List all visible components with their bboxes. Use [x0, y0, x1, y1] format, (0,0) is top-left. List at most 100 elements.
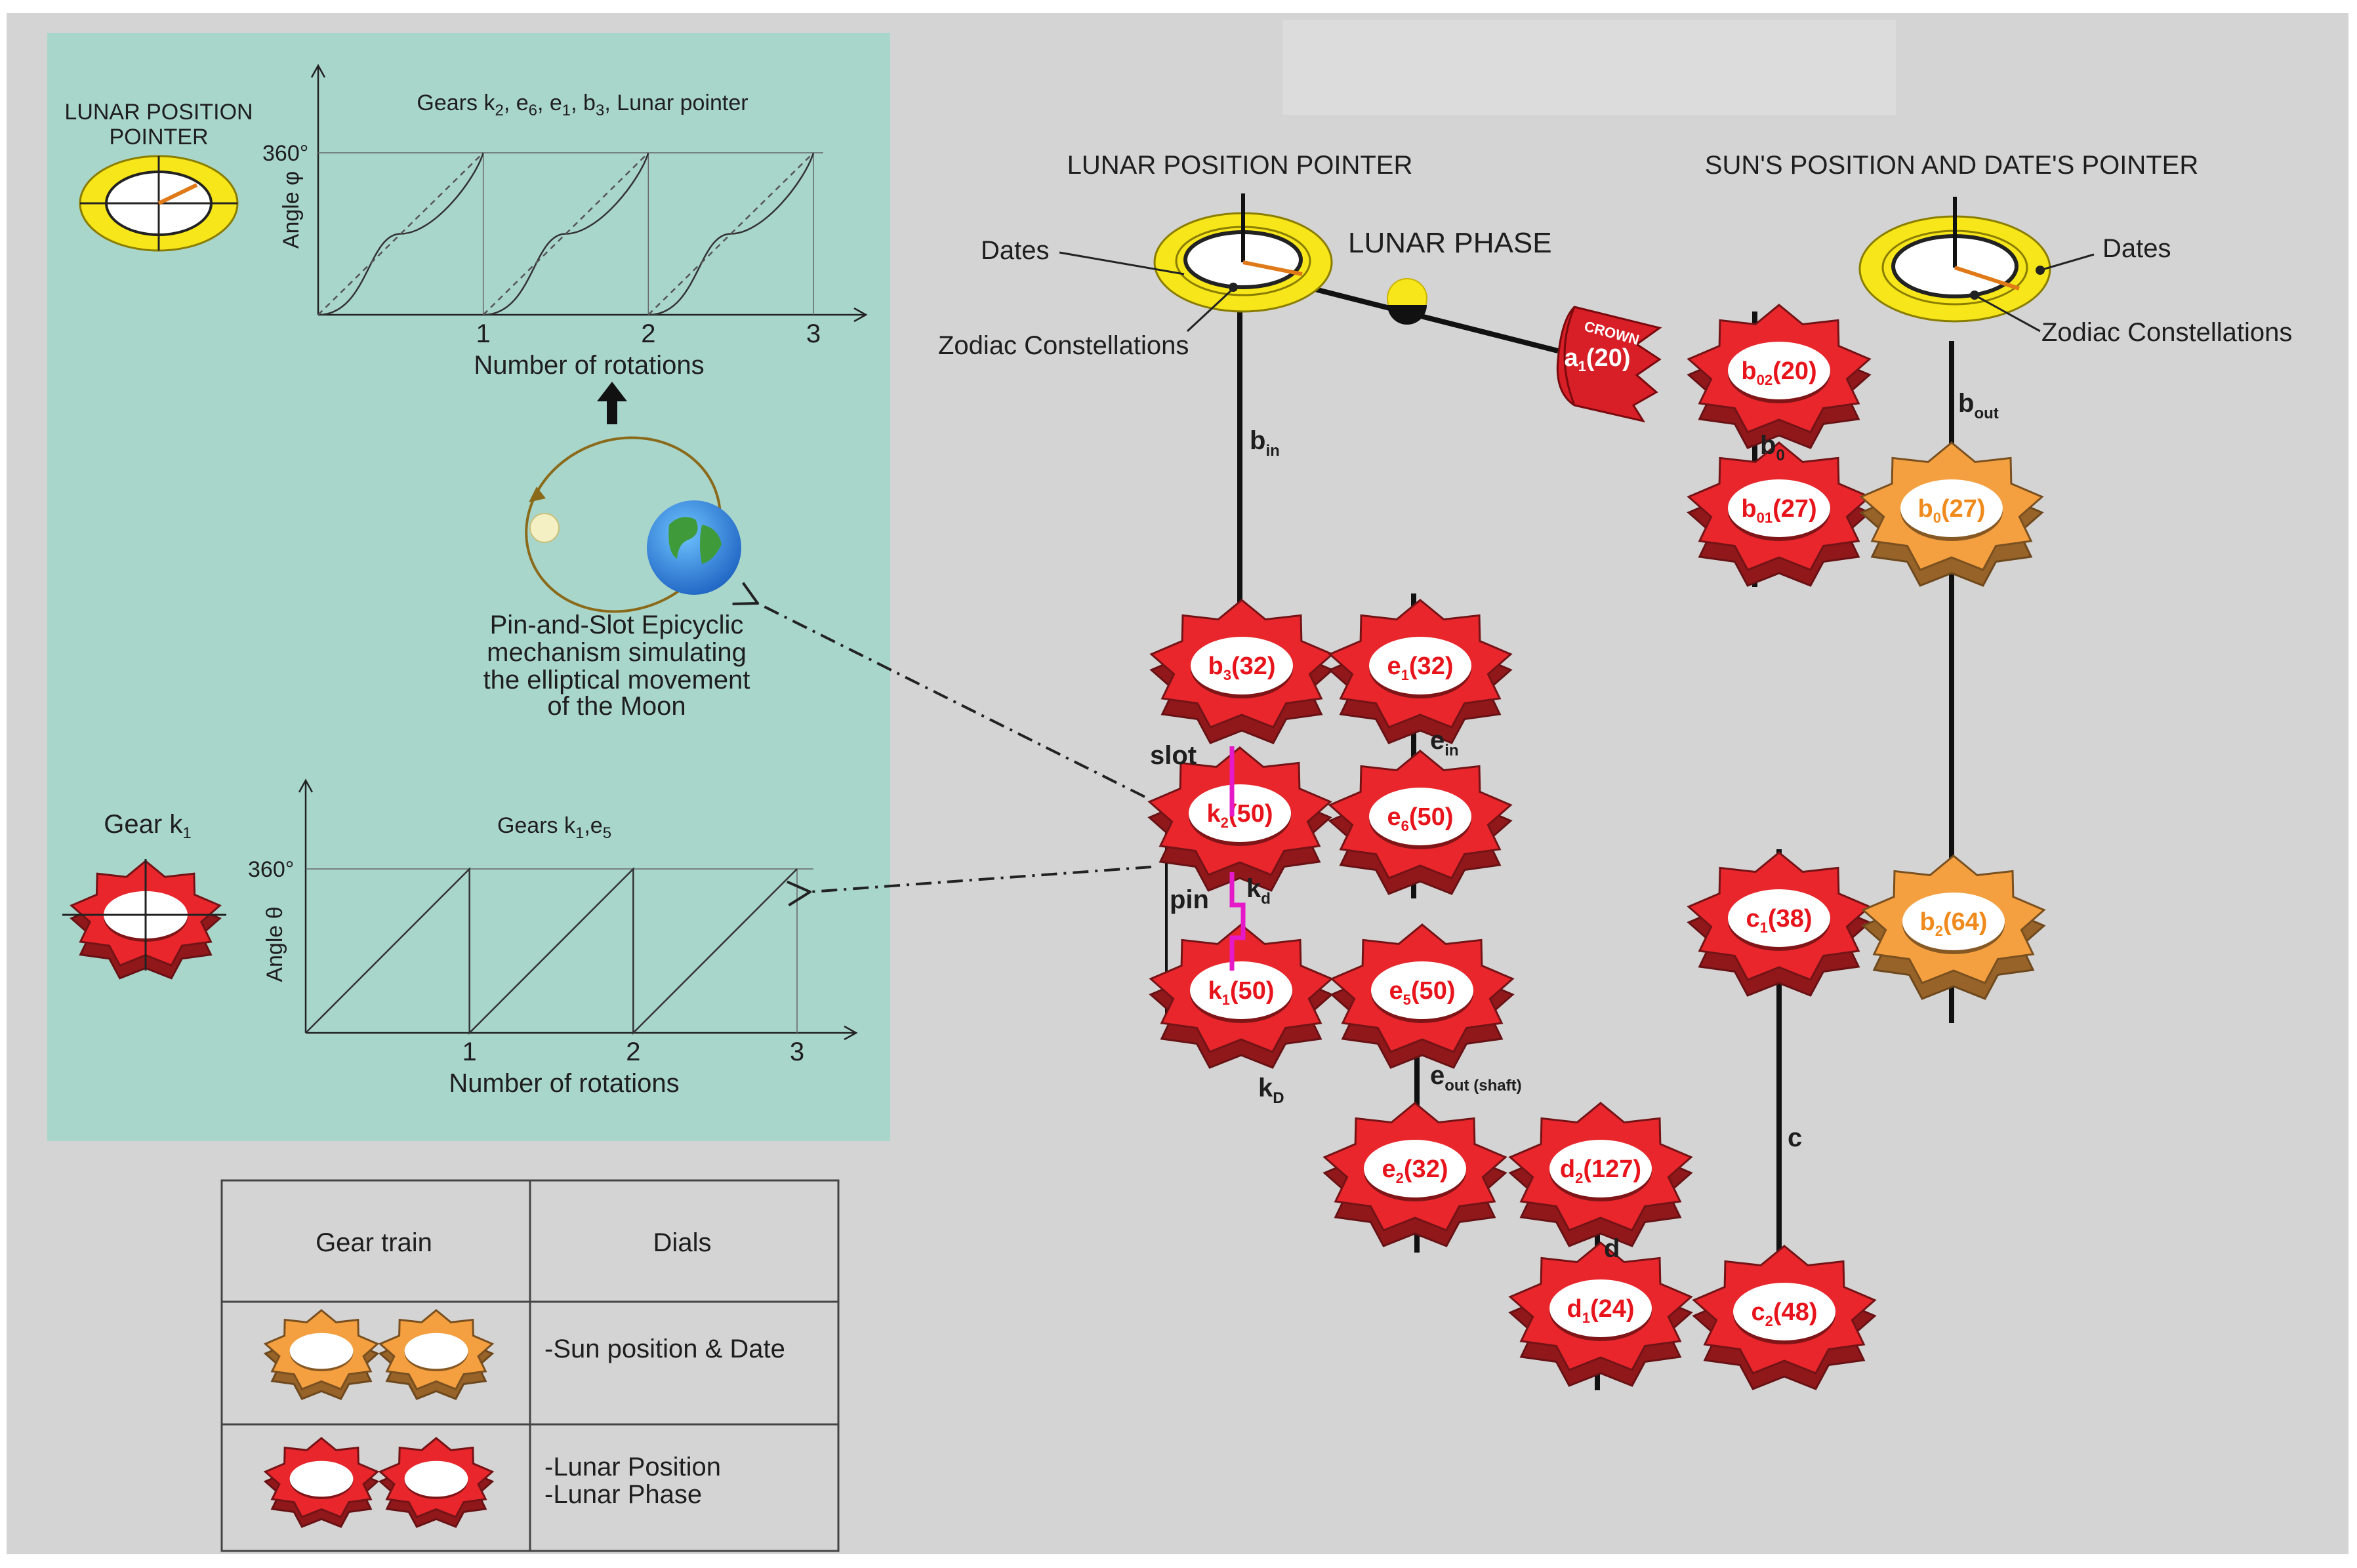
gear-b02-label: b02(20) [1741, 357, 1816, 388]
zodiac-leader-left [1186, 287, 1235, 332]
moon-icon [529, 513, 560, 543]
shaft-label-e-in: ein [1430, 726, 1459, 759]
dates-leader-left [1059, 251, 1185, 275]
lunar-phase-ball [1387, 278, 1427, 325]
crown-gear-label: a1(20) [1565, 344, 1631, 374]
pointer-arrow-to-chart2 [810, 866, 1152, 892]
chart1-x-tick-3: 3 [806, 319, 821, 348]
mechanism-caption: Pin-and-Slot Epicyclic mechanism simulat… [483, 611, 750, 721]
gear-b2: b2(64) [1861, 854, 2046, 1000]
chart1-x-tick-1: 1 [476, 319, 491, 348]
shaft-label-k-D: kD [1258, 1074, 1284, 1107]
mechanism-caption-2: mechanism simulating [487, 638, 747, 667]
shaft-label-b0: b0 [1760, 431, 1785, 464]
dates-leader-right [2039, 253, 2095, 271]
chart1-linear-series [318, 152, 814, 315]
legend-row-sun-date: -Sun position & Date [544, 1335, 785, 1363]
lunar-phase-label: LUNAR PHASE [1348, 227, 1552, 259]
gear-k1: k1(50) [1149, 923, 1334, 1069]
up-arrow [597, 382, 627, 424]
shaft-label-slot: slot [1150, 741, 1197, 770]
crown-gear-a1: CROWN a1(20) [1556, 306, 1662, 423]
gear-d2-label: d2(127) [1560, 1156, 1641, 1186]
gear-e2-label: e2(32) [1382, 1156, 1448, 1186]
gear-b0-label: b0(27) [1917, 495, 1985, 526]
pin-marker [1229, 872, 1246, 971]
gear-b3: b3(32) [1149, 599, 1334, 744]
gear-e6-label: e6(50) [1387, 803, 1454, 834]
gear-set: b3(32) e1(32) k2(50) e6(50) k1(50) e5(50) e2(3… [1147, 304, 2046, 1390]
pointer-arrow-to-orbit [758, 603, 1145, 798]
zodiac-leader-right [1974, 294, 2041, 332]
gear-e1: e1(32) [1328, 599, 1513, 744]
legend-gear-red-2 [378, 1437, 495, 1528]
gear-k2-label: k2(50) [1207, 800, 1273, 831]
gear-k1-label: k1(50) [1208, 977, 1275, 1008]
gear-k2: k2(50) [1147, 746, 1332, 892]
gear-c2: c2(48) [1692, 1245, 1877, 1390]
mechanism-caption-4: of the Moon [547, 692, 686, 721]
gear-c2-label: c2(48) [1752, 1298, 1818, 1329]
mechanism-caption-3: the elliptical movement [483, 666, 750, 694]
dates-label-right: Dates [2102, 234, 2171, 263]
gear-b2-label: b2(64) [1919, 908, 1987, 939]
legend-table: Gear train Dials -Sun position & Date -L… [220, 1179, 840, 1552]
chart1-y-tick-360: 360° [262, 141, 308, 166]
chart-lunar-angle: Gears k2, e6, e1, b3, Lunar pointer 360°… [262, 64, 868, 380]
moon-orbit-illustration [525, 436, 741, 613]
legend-gear-red-1 [263, 1437, 380, 1528]
earth-icon [647, 500, 741, 595]
orbit-ellipse [525, 436, 722, 613]
zodiac-label-left: Zodiac Constellations [938, 331, 1189, 360]
chart1-y-label: Angle φ [279, 171, 304, 249]
chart1-x-label: Number of rotations [474, 351, 704, 380]
gear-b02: b02(20) [1687, 304, 1872, 449]
inset-gear-k1-caption: Gear k1 [104, 810, 191, 842]
chart2-x-tick-1: 1 [462, 1037, 477, 1066]
chart2-x-tick-2: 2 [626, 1037, 640, 1066]
gear-c1: c1(38) [1687, 851, 1872, 997]
legend-header-dials: Dials [653, 1228, 712, 1257]
legend-row-lunar-position: -Lunar Position [544, 1453, 721, 1481]
shaft-label-b-out: bout [1958, 389, 1999, 422]
gear-e5: e5(50) [1330, 923, 1515, 1069]
gear-e5-label: e5(50) [1389, 977, 1456, 1008]
gear-e2: e2(32) [1322, 1102, 1507, 1247]
lunar-pointer-title: LUNAR POSITION POINTER [1067, 151, 1413, 180]
shaft-label-k-d: kd [1246, 874, 1271, 908]
zodiac-label-right: Zodiac Constellations [2041, 318, 2292, 347]
lunar-position-dial [1153, 193, 1333, 313]
shaft-label-e-out: eout (shaft) [1430, 1061, 1522, 1095]
chart2-title: Gears k1,e5 [497, 813, 611, 842]
gear-d1-label: d1(24) [1567, 1295, 1634, 1326]
shaft-label-c: c [1788, 1123, 1802, 1152]
chart1-title: Gears k2, e6, e1, b3, Lunar pointer [417, 90, 748, 119]
inset-pointer-caption-2: POINTER [109, 125, 208, 150]
shaft-label-b-in: bin [1250, 426, 1280, 460]
shaft-label-pin: pin [1170, 885, 1209, 914]
gear-b01: b01(27) [1687, 441, 1872, 587]
gear-e1-label: e1(32) [1387, 653, 1454, 683]
chart2-y-tick-360: 360° [248, 857, 294, 882]
legend-gear-orange-2 [378, 1309, 495, 1400]
inset-gear-k1-icon [62, 859, 226, 980]
legend-gear-orange-1 [263, 1309, 380, 1400]
blank-header-panel [1282, 20, 1896, 115]
gear-b3-label: b3(32) [1208, 653, 1275, 683]
legend-header-gear-train: Gear train [316, 1228, 432, 1257]
inset-pointer-caption-1: LUNAR POSITION [64, 100, 253, 125]
inset-lunar-dial [79, 155, 239, 252]
chart2-x-label: Number of rotations [449, 1069, 679, 1098]
gear-d2: d2(127) [1508, 1102, 1693, 1247]
dates-label-left: Dates [981, 236, 1050, 265]
sun-pointer-title: SUN'S POSITION AND DATE'S POINTER [1705, 151, 2198, 180]
chart1-x-tick-2: 2 [641, 319, 655, 348]
shaft-label-d: d [1604, 1234, 1620, 1263]
legend-row-lunar-phase: -Lunar Phase [544, 1480, 702, 1509]
gear-b01-label: b01(27) [1741, 495, 1816, 526]
gear-c1-label: c1(38) [1746, 905, 1813, 936]
chart2-sawtooth-series [305, 866, 798, 1035]
